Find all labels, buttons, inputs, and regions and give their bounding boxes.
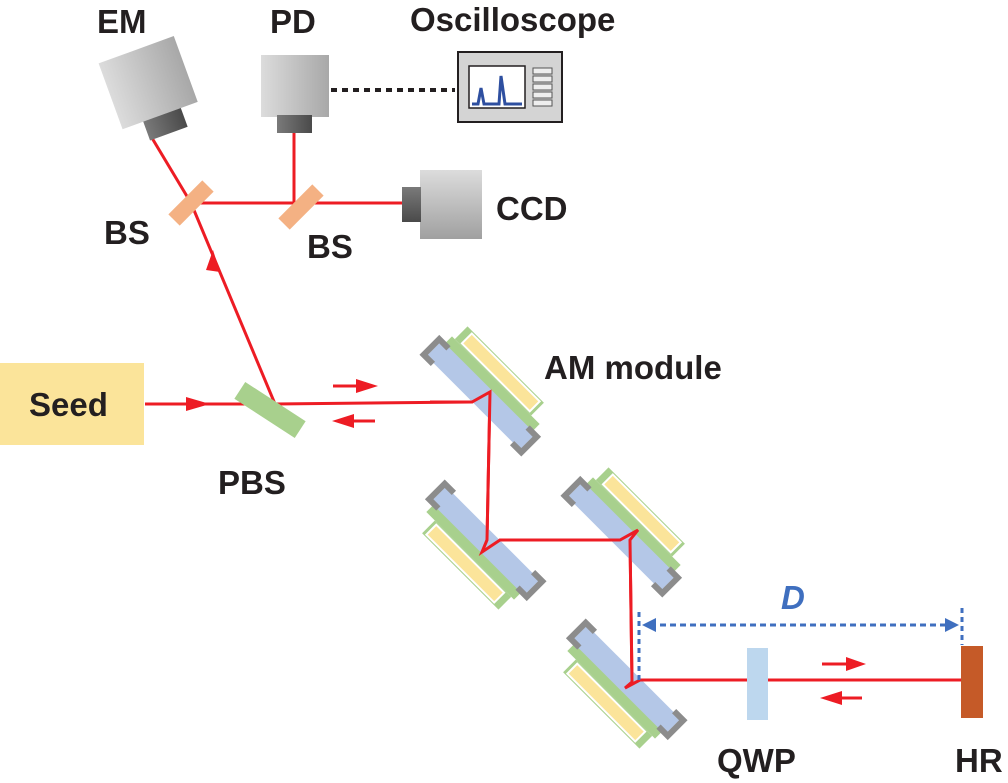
label-pbs: PBS	[218, 464, 286, 501]
am-module-unit-2	[405, 478, 548, 621]
arrow-forward-icon	[333, 379, 378, 393]
beam-direction-arrows	[186, 250, 866, 705]
em-detector	[98, 36, 198, 141]
quarter-wave-plate	[747, 648, 768, 720]
distance-marker	[637, 608, 964, 680]
arrow-up-icon	[206, 250, 220, 272]
arrow-left-icon	[642, 618, 656, 632]
label-qwp: QWP	[717, 742, 796, 779]
label-bs-right: BS	[307, 228, 353, 265]
label-oscilloscope: Oscilloscope	[410, 1, 615, 38]
am-module-unit-4	[546, 617, 689, 760]
oscilloscope-icon	[457, 51, 563, 123]
label-hr: HR	[955, 742, 1003, 779]
high-reflector-mirror	[961, 646, 983, 718]
seed-laser-box	[0, 363, 144, 445]
label-bs-left: BS	[104, 214, 150, 251]
arrow-backward-icon	[332, 414, 375, 428]
beam-overlay	[430, 389, 700, 690]
beam-splitter-right	[278, 184, 324, 230]
arrow-forward-icon	[822, 657, 866, 671]
arrow-backward-icon	[820, 691, 862, 705]
label-seed: Seed	[29, 386, 108, 423]
beam-pbs-to-bs	[189, 202, 277, 405]
ccd-camera	[402, 170, 482, 239]
beam-bs-to-em	[150, 137, 193, 204]
label-em: EM	[97, 3, 147, 40]
label-ccd: CCD	[496, 190, 568, 227]
label-am-module: AM module	[544, 349, 722, 386]
polarizing-beam-splitter	[234, 382, 306, 438]
beam-splitter-left	[168, 180, 214, 226]
label-pd: PD	[270, 3, 316, 40]
arrow-right-icon	[186, 397, 210, 411]
arrow-right-icon	[945, 618, 959, 632]
pd-detector	[261, 55, 329, 133]
label-distance: D	[781, 579, 805, 616]
